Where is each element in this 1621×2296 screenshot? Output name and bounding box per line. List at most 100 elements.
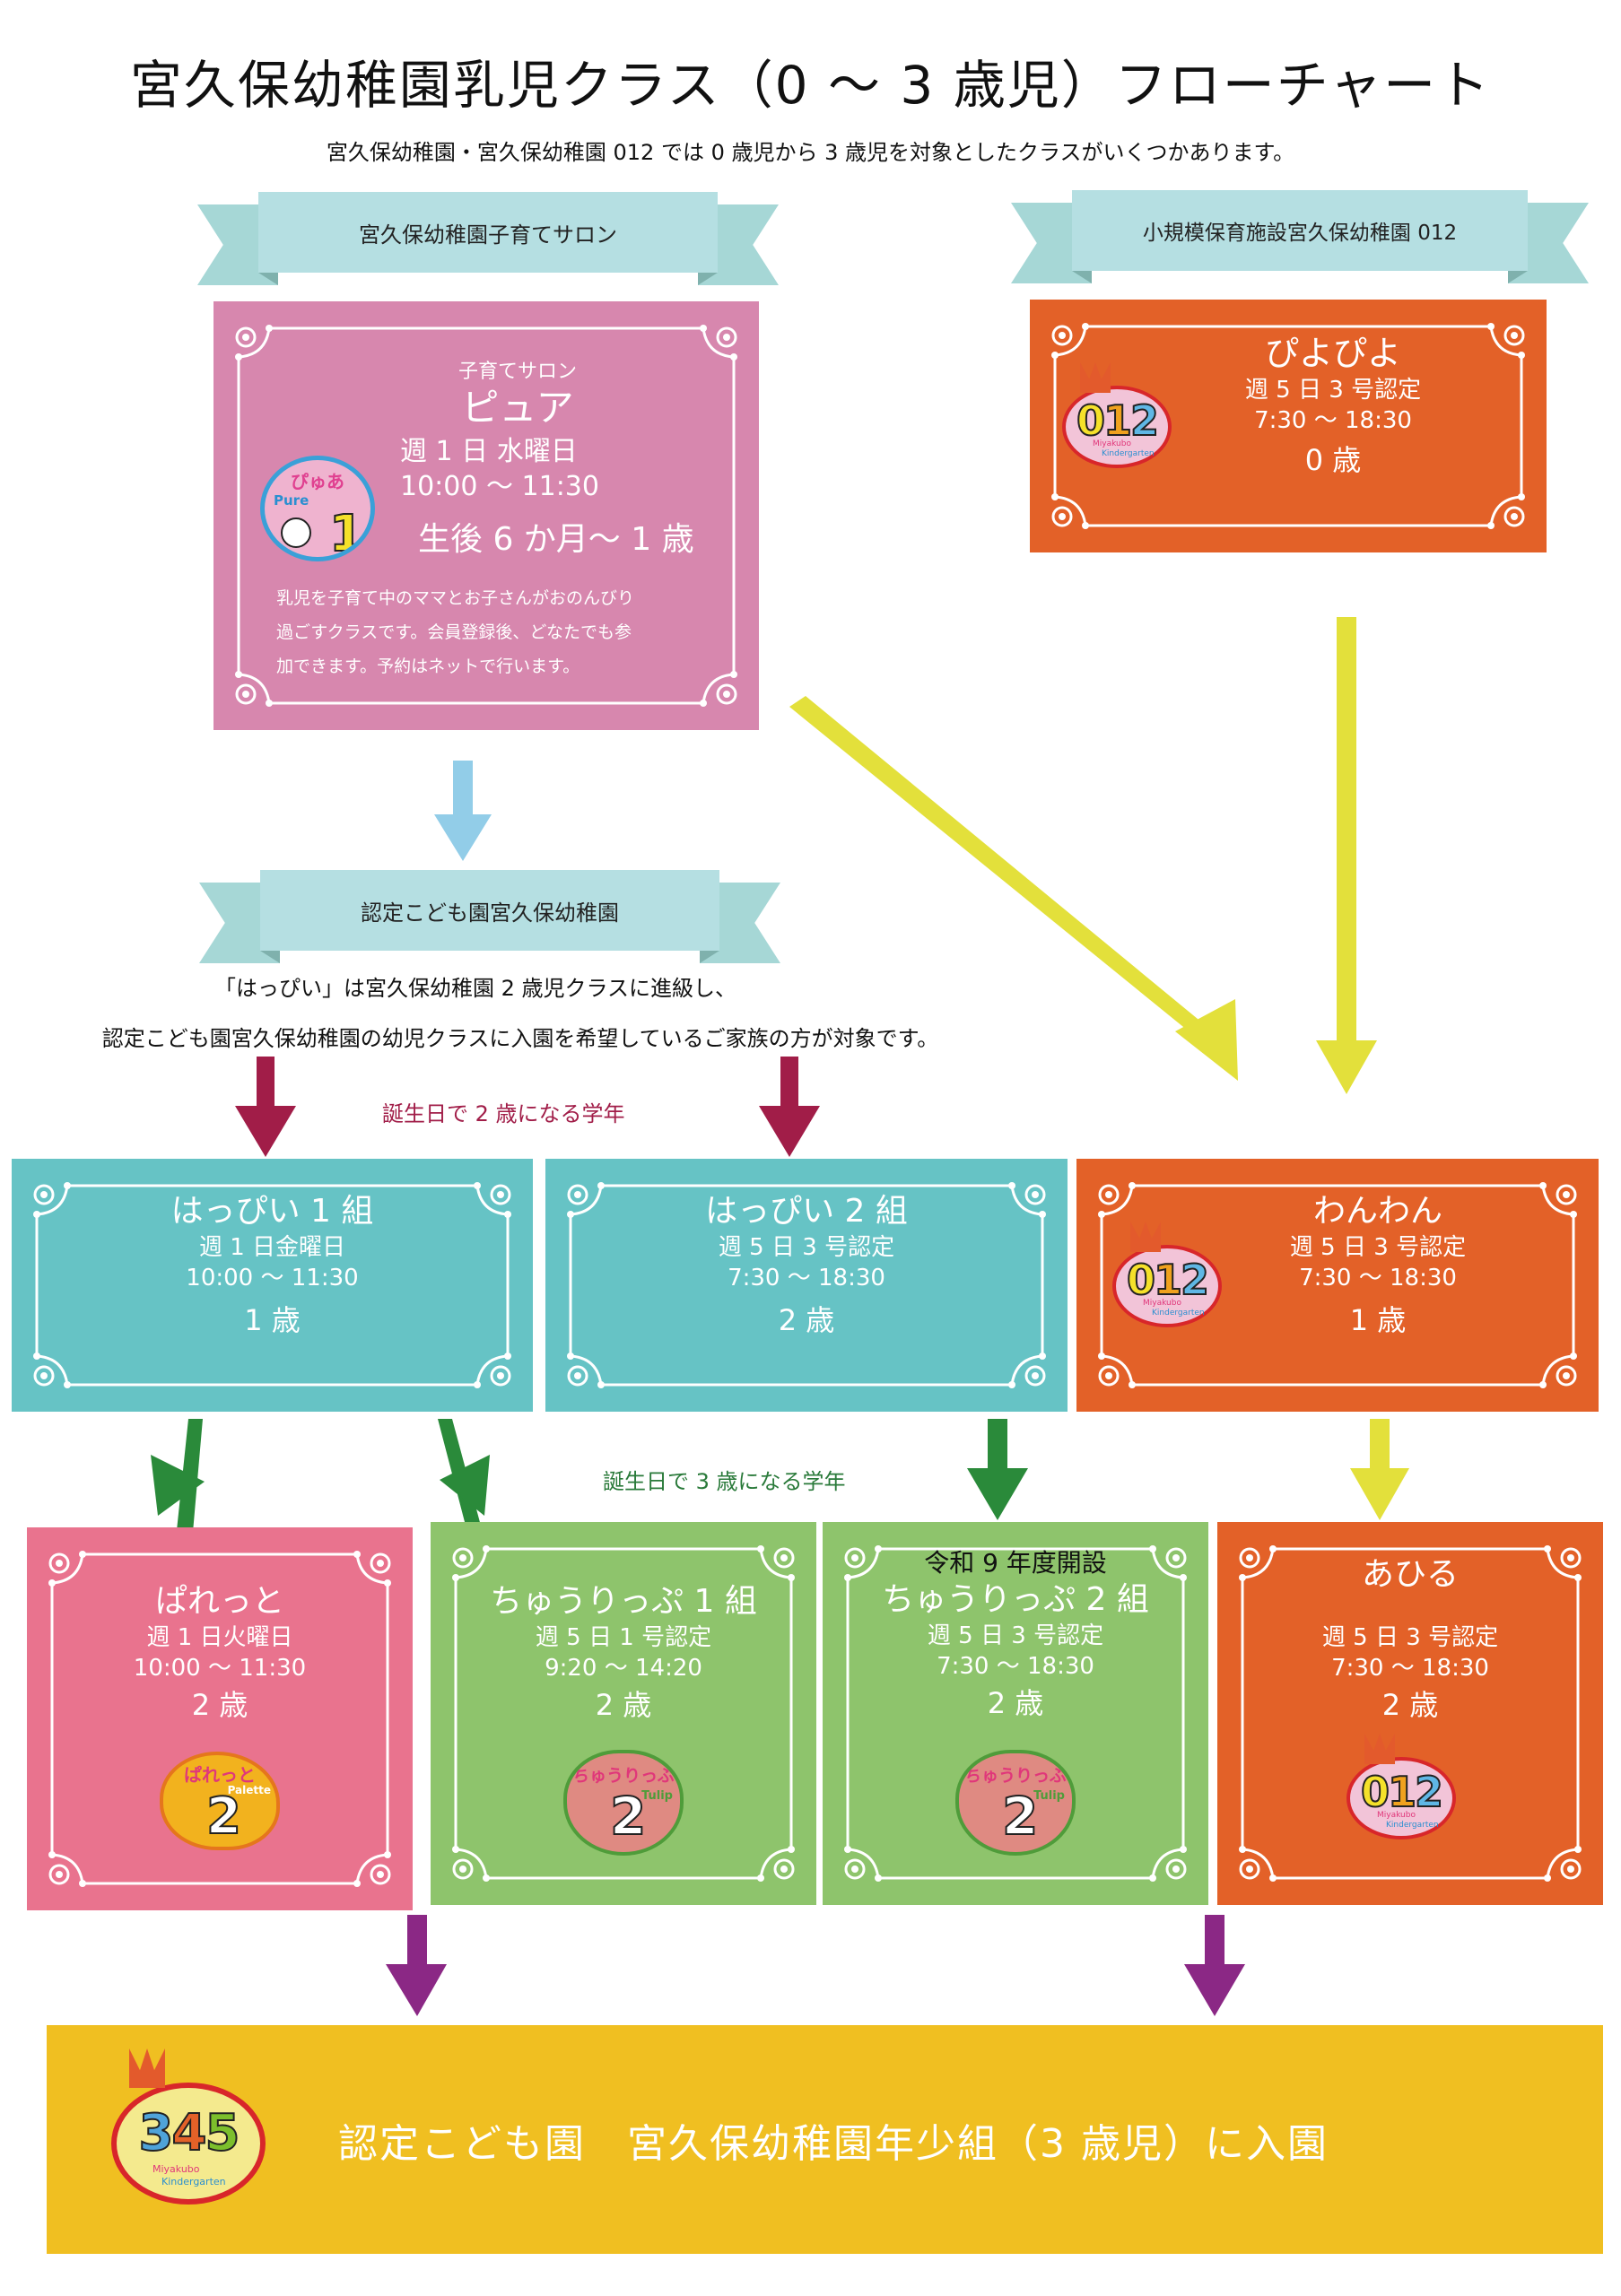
card-name: はっぴい 1 組 [170,1193,374,1230]
card-schedule: 週 5 日 1 号認定 [535,1623,712,1651]
card-schedule: 週 1 日金曜日 [198,1233,346,1261]
card-age: 1 歳 [244,1303,301,1338]
digit: 0 [1076,396,1106,446]
pure-logo: ぴゅあ Pure 1 [260,456,375,561]
card-kicker: 子育てサロン [458,361,577,383]
digit: 1 [1153,1255,1183,1305]
card-name: あひる [1361,1556,1459,1593]
card-kicker: 令和 9 年度開設 [924,1548,1107,1578]
card-desc-line: 乳児を子育て中のママとお子さんがおのんびり [276,588,635,608]
arrow-happy2-to-tulip2 [967,1419,1028,1520]
logo-line1: Miyakubo [1093,439,1131,448]
ribbon-label: 宮久保幼稚園子育てサロン [258,192,718,273]
arrow-to-goal-right [1184,1915,1245,2016]
logo-number: 345 [117,2103,260,2163]
card-age: 1 歳 [1349,1303,1407,1338]
card-name: わんわん [1312,1193,1442,1230]
logo-sub: Tulip [641,1789,673,1803]
logo-sub: Palette [227,1784,271,1796]
digit: 4 [171,2103,208,2163]
card-schedule: 週 5 日 3 号認定 [1244,377,1422,404]
card-time: 10:00 ～ 11:30 [400,471,599,502]
arrow-certified-to-happy2 [759,1057,820,1157]
card-schedule: 週 1 日 水曜日 [400,436,578,467]
card-desc-line: 加できます。予約はネットで行います。 [276,657,580,676]
card-palette[interactable]: ぱれっと 週 1 日火曜日 10:00 ～ 11:30 2 歳 ぱれっと Pal… [27,1527,413,1910]
card-age: 生後 6 か月～ 1 歳 [418,521,694,558]
card-schedule: 週 1 日火曜日 [146,1623,293,1651]
logo-tulip: ちゅうりっぷ Tulip 2 [563,1750,684,1856]
digit: 2 [1180,1255,1210,1305]
card-desc-line: 過ごすクラスです。会員登録後、どなたでも参 [276,622,632,642]
crown-icon [129,2048,165,2088]
card-schedule: 週 5 日 3 号認定 [1321,1623,1499,1651]
certified-note-line2: 認定こども園宮久保幼稚園の幼児クラスに入園を希望しているご家族の方が対象です。 [101,1026,939,1051]
card-schedule: 週 5 日 3 号認定 [1289,1233,1467,1261]
age2-label: 誕生日で 2 歳になる学年 [382,1101,625,1126]
page-title: 宮久保幼稚園乳児クラス（0 ～ 3 歳児）フローチャート [129,55,1492,116]
card-name: ちゅうりっぷ 1 組 [490,1583,757,1620]
arrow-certified-to-happy1 [235,1057,296,1157]
card-time: 7:30 ～ 18:30 [1254,407,1412,435]
card-time: 7:30 ～ 18:30 [1331,1654,1489,1682]
card-time: 7:30 ～ 18:30 [937,1652,1094,1680]
card-tulip1[interactable]: ちゅうりっぷ 1 組 週 5 日 1 号認定 9:20 ～ 14:20 2 歳 … [431,1522,816,1905]
card-name: ぴよぴよ [1264,334,1401,373]
card-age: 0 歳 [1304,442,1362,477]
certified-note-line1: 「はっぴい」は宮久保幼稚園 2 歳児クラスに進級し、 [214,976,737,1001]
card-age: 2 歳 [778,1303,835,1338]
card-time: 9:20 ～ 14:20 [545,1654,702,1682]
card-time: 7:30 ～ 18:30 [1299,1264,1457,1292]
card-name: はっぴい 2 組 [705,1193,908,1230]
card-age: 2 歳 [595,1688,652,1723]
card-tulip2[interactable]: 令和 9 年度開設 ちゅうりっぷ 2 組 週 5 日 3 号認定 7:30 ～ … [823,1522,1208,1905]
card-happy1[interactable]: はっぴい 1 組 週 1 日金曜日 10:00 ～ 11:30 1 歳 [12,1159,533,1412]
logo-palette: ぱれっと Palette 2 [160,1752,280,1850]
logo-line1: Miyakubo [1143,1299,1181,1308]
card-time: 10:00 ～ 11:30 [133,1654,307,1682]
arrow-wanwan-to-ahiru [1350,1419,1409,1520]
card-age: 2 歳 [987,1686,1044,1721]
card-name: ぱれっと [154,1583,284,1620]
logo-number: 012 [1350,1767,1452,1817]
card-age: 2 歳 [1381,1688,1439,1723]
digit: 0 [1126,1255,1156,1305]
ribbon-label: 認定こども園宮久保幼稚園 [260,870,719,951]
pure-logo-sub: Pure [274,492,309,509]
ribbon-certified: 認定こども園宮久保幼稚園 [199,870,780,963]
logo-345: 345 Miyakubo Kindergarten [111,2048,266,2205]
arrow-to-goal-left [386,1915,447,2016]
logo-line2: Kindergarten [1152,1309,1205,1318]
digit: 5 [204,2103,240,2163]
swan-two-icon: 2 [1001,1785,1039,1848]
logo-tulip: ちゅうりっぷ Tulip 2 [955,1750,1076,1856]
card-happy2[interactable]: はっぴい 2 組 週 5 日 3 号認定 7:30 ～ 18:30 2 歳 [545,1159,1068,1412]
card-schedule: 週 5 日 3 号認定 [718,1233,895,1261]
page-subtitle: 宮久保幼稚園・宮久保幼稚園 012 では 0 歳児から 3 歳児を対象としたクラ… [326,140,1295,165]
digit: 2 [1129,396,1160,446]
card-pure[interactable]: 子育てサロン ピュア 週 1 日 水曜日 10:00 ～ 11:30 生後 6 … [214,301,759,730]
logo-number: 012 [1066,396,1168,446]
logo-label: ちゅうりっぷ [963,1766,1067,1786]
logo-line2: Kindergarten [1102,449,1155,458]
logo-line2: Kindergarten [1386,1821,1439,1830]
arrow-pure-to-certified [434,761,492,861]
dog-one-icon: 1 [328,504,365,561]
goal-banner[interactable]: 345 Miyakubo Kindergarten 認定こども園 宮久保幼稚園年… [47,2025,1603,2254]
digit: 1 [1102,396,1133,446]
arrow-piyopiyo-to-wanwan [1316,617,1377,1094]
logo-line1: Miyakubo [153,2163,200,2175]
card-age: 2 歳 [191,1688,248,1723]
logo-line1: Miyakubo [1377,1811,1416,1820]
ribbon-small-facility: 小規模保育施設宮久保幼稚園 012 [1011,190,1589,283]
logo-label: ちゅうりっぷ [571,1766,675,1786]
card-name: ピュア [461,386,574,430]
logo-label: ぱれっと [184,1764,256,1786]
card-time: 10:00 ～ 11:30 [186,1264,359,1292]
digit: 1 [1387,1767,1417,1817]
